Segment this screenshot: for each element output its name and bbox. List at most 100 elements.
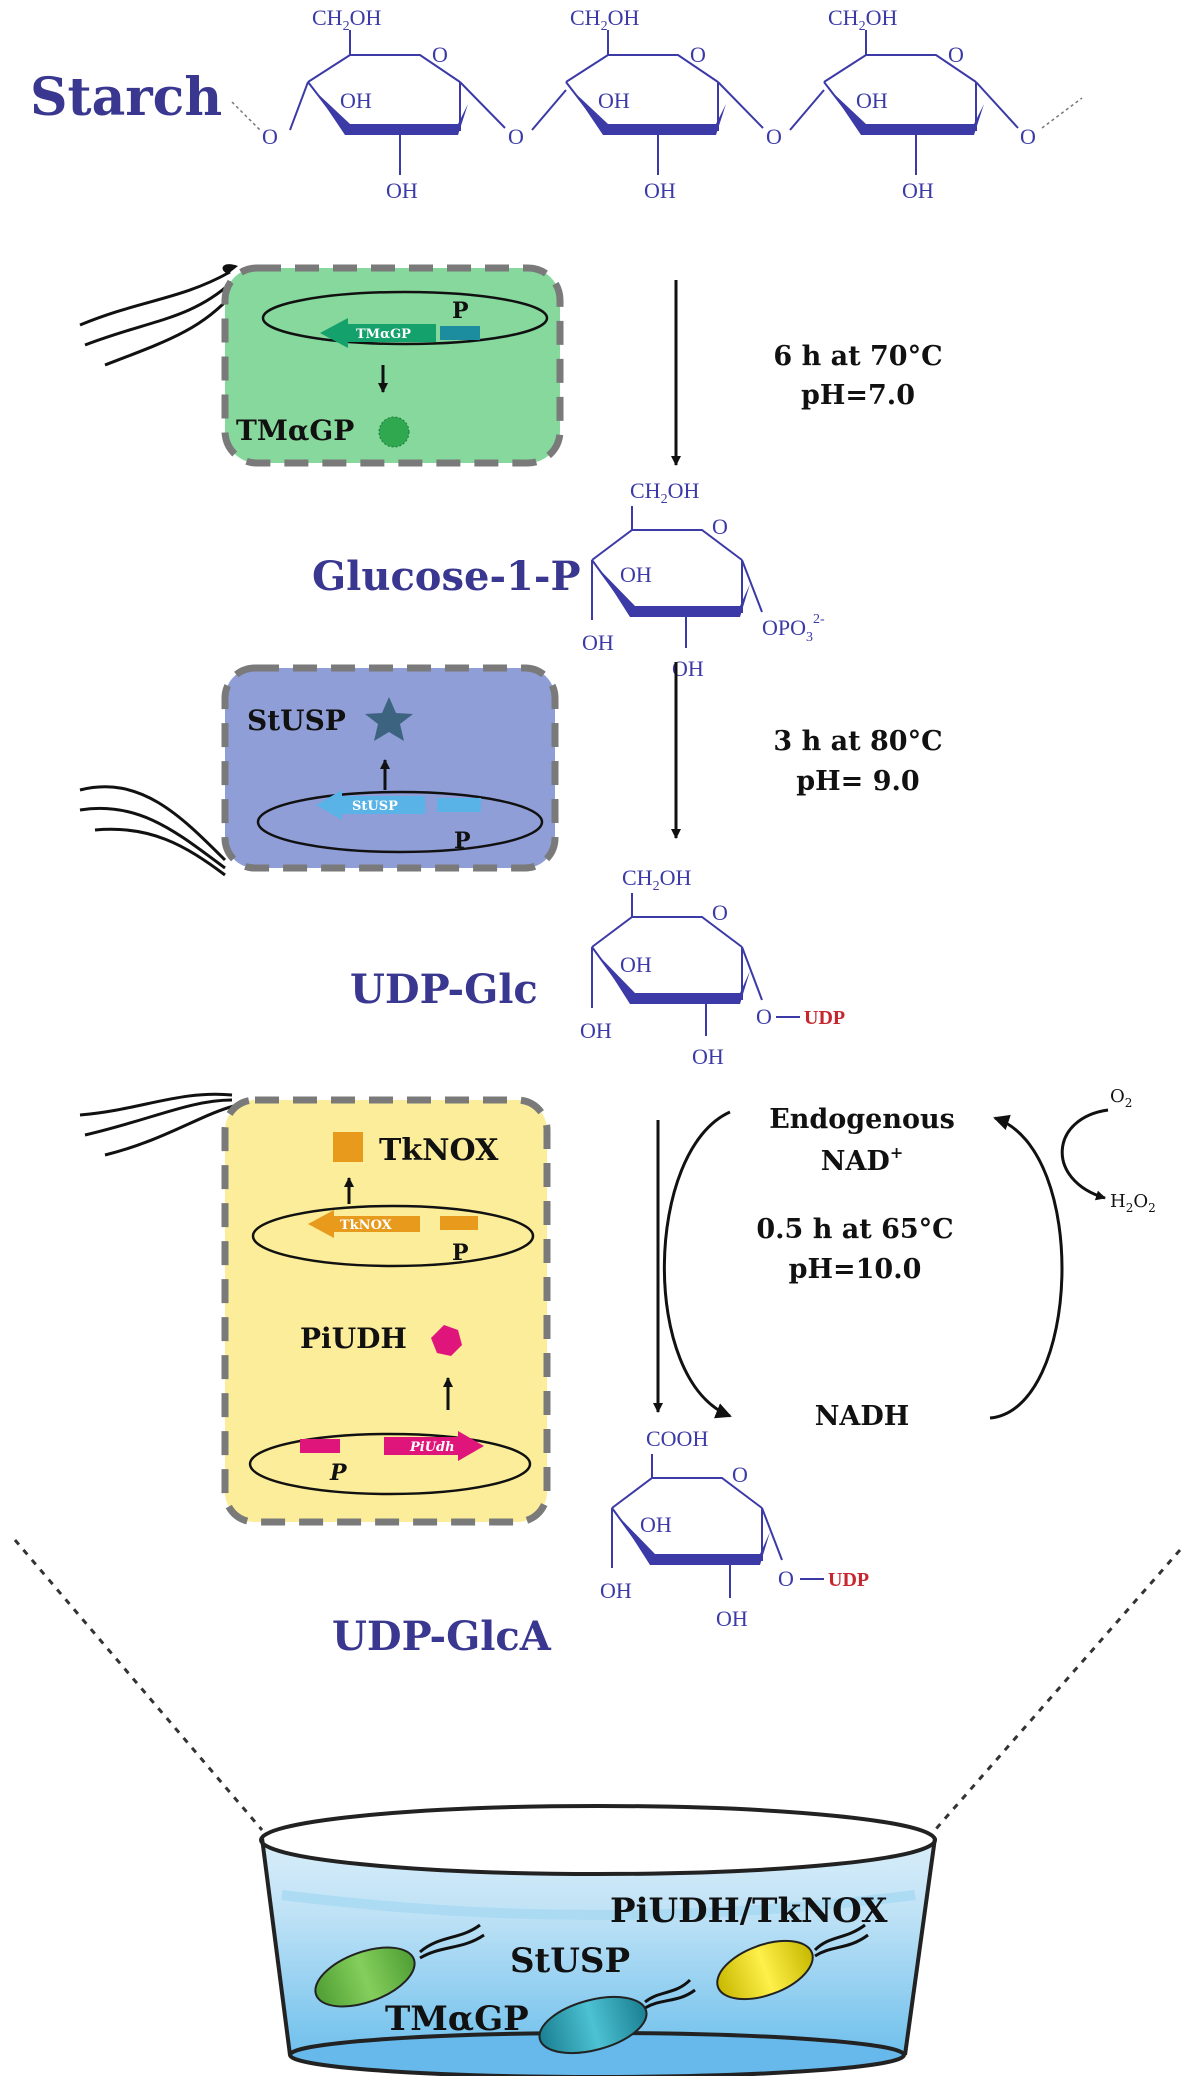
cell-1-membrane (221, 264, 564, 467)
svg-text:OH: OH (620, 952, 652, 977)
tmagp-gene-arrow (320, 318, 436, 348)
o2-label: O2 (1110, 1086, 1132, 1110)
svg-text:OPO32-: OPO32- (762, 612, 825, 645)
cell-2-membrane (221, 664, 559, 872)
svg-text:P: P (329, 1460, 348, 1486)
h2o2-label: H2O2 (1110, 1191, 1156, 1215)
tknox-gene-arrow (308, 1210, 420, 1238)
svg-text:OH: OH (902, 178, 934, 203)
plasmid-1 (261, 290, 549, 346)
stusp-enzyme-label: StUSP (247, 704, 346, 737)
stusp-gene-arrow (316, 790, 425, 820)
step-2-ph: pH= 9.0 (796, 766, 919, 797)
nad-reduction-arrow (662, 1110, 732, 1419)
udp-glc-label: UDP-Glc (350, 966, 538, 1013)
svg-text:O: O (712, 514, 728, 539)
step-3-ph: pH=10.0 (789, 1254, 922, 1285)
bacterium-piudh-tknox (716, 1923, 869, 2001)
starch-ring-3: CH2OH O OH OH O (789, 5, 1083, 203)
svg-text:OH: OH (856, 88, 888, 113)
reaction-vessel: TMαGP StUSP PiUDH/TkNOX (13, 1539, 1182, 2076)
tknox-enzyme-icon (333, 1132, 363, 1162)
svg-text:O: O (778, 1566, 794, 1591)
svg-text:O: O (948, 42, 964, 67)
glucose-1-p-label: Glucose-1-P (312, 553, 581, 600)
nadh-regeneration-arrow (989, 1114, 1064, 1420)
svg-text:UDP: UDP (804, 1007, 845, 1029)
vessel-label-stusp: StUSP (510, 1941, 630, 1981)
svg-text:P: P (452, 298, 469, 324)
svg-text:O: O (690, 42, 706, 67)
step-1-ph: pH=7.0 (801, 380, 915, 411)
svg-text:OH: OH (582, 630, 614, 655)
svg-text:OH: OH (386, 178, 418, 203)
cell-tknox-piudh: TkNOX TkNOX P PiUDH P PiUdh (79, 1092, 551, 1526)
svg-text:UDP: UDP (828, 1569, 869, 1591)
plasmid-2 (256, 790, 544, 854)
svg-text:PiUdh: PiUdh (409, 1440, 455, 1455)
starch-ring-2: CH2OH O OH OH O (531, 5, 782, 203)
svg-text:O: O (732, 1462, 748, 1487)
svg-text:P: P (452, 1240, 469, 1266)
step-2-time-temp: 3 h at 80°C (773, 726, 942, 757)
bacterium-stusp (538, 1978, 696, 2055)
svg-text:O: O (508, 124, 524, 149)
vessel-label-piudh-tknox: PiUDH/TkNOX (610, 1891, 888, 1931)
piudh-enzyme-label: PiUDH (300, 1322, 407, 1355)
step-3-time-temp: 0.5 h at 65°C (756, 1214, 953, 1245)
bacterium-tmagp (314, 1923, 485, 2008)
oxygen-arrow (1060, 1108, 1109, 1201)
svg-text:TkNOX: TkNOX (340, 1218, 393, 1233)
svg-text:COOH: COOH (646, 1426, 708, 1451)
vessel-rim (259, 1804, 937, 1876)
svg-text:CH2OH: CH2OH (630, 478, 699, 507)
svg-text:P: P (454, 828, 471, 854)
cell-tmagp: TMαGP P TMαGP (79, 264, 564, 467)
step-1-time-temp: 6 h at 70°C (773, 341, 942, 372)
cell-3-membrane (221, 1096, 551, 1526)
plasmid-3b (248, 1432, 532, 1496)
promoter-2 (437, 798, 481, 812)
svg-text:OH: OH (644, 178, 676, 203)
vessel-body (262, 1838, 935, 2055)
svg-text:OH: OH (340, 88, 372, 113)
glucose-1-p-section: Glucose-1-P CH2OH O OH OH OH OPO32- (312, 478, 825, 681)
starch-ring-1: CH2OH O OH O OH O (231, 5, 524, 203)
svg-text:O: O (712, 900, 728, 925)
promoter-3b (300, 1439, 340, 1453)
svg-text:CH2OH: CH2OH (622, 865, 691, 894)
piudh-gene-arrow (384, 1431, 484, 1461)
promoter-1 (440, 326, 480, 340)
udp-glca-label: UDP-GlcA (332, 1613, 552, 1660)
udp-glc-section: UDP-Glc CH2OH O OH OH OH O UDP (350, 865, 845, 1069)
tmagp-enzyme-label: TMαGP (236, 414, 354, 447)
endogenous-label: Endogenous (769, 1104, 955, 1135)
svg-text:CH2OH: CH2OH (570, 5, 639, 34)
vessel-label-tmagp: TMαGP (385, 1999, 529, 2039)
tknox-enzyme-label: TkNOX (379, 1133, 499, 1168)
svg-text:OH: OH (716, 1606, 748, 1631)
starch-section: Starch CH2OH O OH O OH O CH2OH O (30, 5, 1083, 203)
svg-text:OH: OH (640, 1512, 672, 1537)
svg-text:OH: OH (620, 562, 652, 587)
svg-text:OH: OH (600, 1578, 632, 1603)
stusp-enzyme-icon (365, 697, 413, 741)
svg-text:CH2OH: CH2OH (312, 5, 381, 34)
svg-text:OH: OH (580, 1018, 612, 1043)
starch-label: Starch (30, 67, 222, 128)
promoter-3a (440, 1216, 478, 1230)
svg-text:O: O (1020, 124, 1036, 149)
tmagp-enzyme-icon (379, 417, 409, 447)
svg-text:CH2OH: CH2OH (828, 5, 897, 34)
svg-text:O: O (432, 42, 448, 67)
nadh-label: NADH (815, 1401, 910, 1432)
piudh-enzyme-icon (431, 1325, 462, 1356)
svg-text:O: O (756, 1004, 772, 1029)
svg-text:TMαGP: TMαGP (356, 327, 411, 342)
svg-text:O: O (262, 124, 278, 149)
udp-glca-section: UDP-GlcA COOH O OH OH OH O UDP (332, 1426, 869, 1660)
svg-text:O: O (766, 124, 782, 149)
svg-text:StUSP: StUSP (352, 799, 398, 814)
